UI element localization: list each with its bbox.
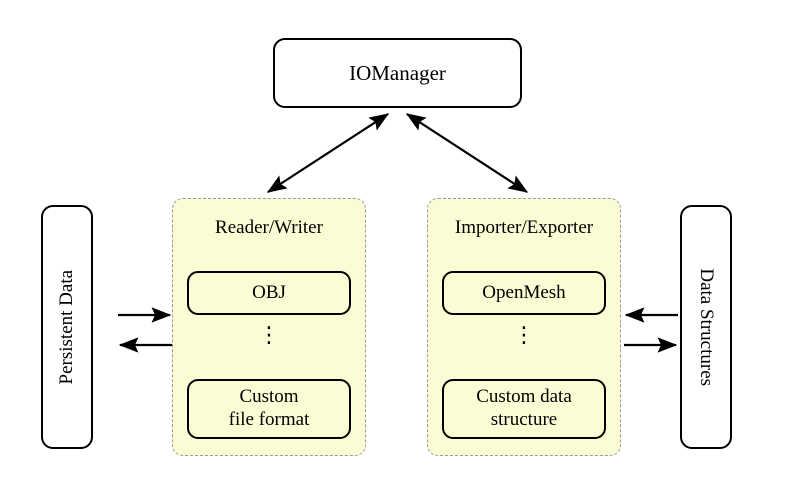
- arrow-manager-to-importer-exporter: [405, 113, 529, 193]
- member-custom-file-format-line2: file format: [228, 409, 310, 430]
- node-data-structures: Data Structures: [680, 205, 732, 449]
- group-importer-exporter: Importer/Exporter OpenMesh ⋮ Custom data…: [427, 198, 621, 456]
- group-reader-writer: Reader/Writer OBJ ⋮ Custom file format: [172, 198, 366, 456]
- member-custom-file-format-label: Custom file format: [229, 386, 310, 432]
- node-iomanager: IOManager: [273, 38, 522, 108]
- node-iomanager-label: IOManager: [349, 60, 446, 85]
- member-custom-data-structure-label: Custom data structure: [476, 386, 572, 432]
- member-custom-data-structure-line1: Custom data: [476, 386, 572, 408]
- member-custom-file-format: Custom file format: [187, 379, 351, 439]
- group-reader-writer-title: Reader/Writer: [215, 217, 323, 238]
- member-openmesh: OpenMesh: [442, 271, 606, 315]
- ellipsis-importer-exporter: ⋮: [513, 323, 535, 348]
- member-custom-file-format-line1: Custom: [239, 386, 299, 408]
- member-obj: OBJ: [187, 271, 351, 315]
- member-obj-label: OBJ: [252, 281, 286, 303]
- member-custom-data-structure: Custom data structure: [442, 379, 606, 439]
- group-importer-exporter-title: Importer/Exporter: [454, 217, 594, 238]
- node-data-structures-label: Data Structures: [696, 268, 718, 386]
- member-custom-data-structure-line2: structure: [490, 409, 558, 430]
- member-openmesh-label: OpenMesh: [482, 281, 566, 303]
- ellipsis-reader-writer: ⋮: [258, 323, 280, 348]
- node-persistent-data-label: Persistent Data: [55, 269, 77, 385]
- node-persistent-data: Persistent Data: [41, 205, 93, 449]
- arrow-manager-to-reader-writer: [266, 113, 390, 193]
